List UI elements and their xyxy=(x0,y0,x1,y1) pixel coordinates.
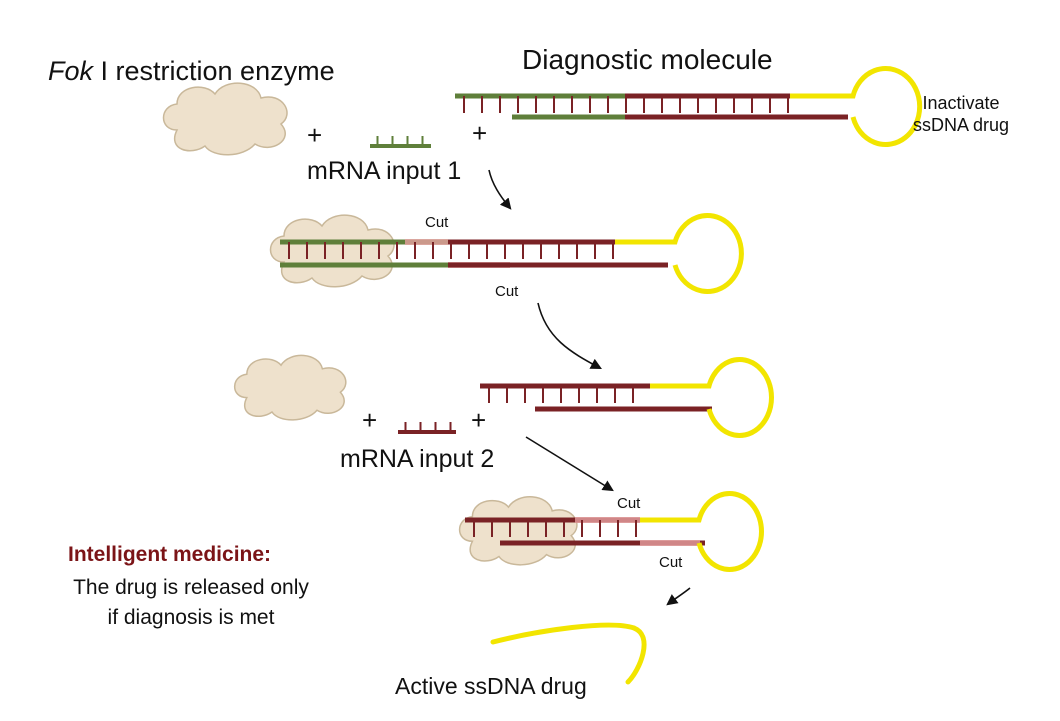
intelligent-medicine-title: Intelligent medicine: xyxy=(68,543,272,566)
cut-label-1: Cut xyxy=(425,214,449,231)
mrna-input-1-label: mRNA input 1 xyxy=(307,157,462,185)
enzyme-cloud-1 xyxy=(162,82,288,156)
enzyme-title-italic: Fok xyxy=(48,56,94,86)
intelligent-line-2: if diagnosis is met xyxy=(107,606,275,629)
cut-label-2: Cut xyxy=(495,283,519,300)
enzyme-cloud-3 xyxy=(233,354,347,421)
plus-sign-1b: + xyxy=(472,118,488,148)
arrow-step-2 xyxy=(537,302,602,370)
arrow-step-4 xyxy=(666,587,691,606)
step3-yellow-loop xyxy=(650,357,774,438)
step4-yellow-loop xyxy=(640,491,764,572)
inactivate-line-2: ssDNA drug xyxy=(913,115,1010,135)
plus-sign-1a: + xyxy=(307,120,323,150)
diagnostic-molecule-title: Diagnostic molecule xyxy=(522,44,773,75)
plus-sign-2b: + xyxy=(471,405,487,435)
active-drug-strand xyxy=(490,622,647,685)
inactivate-line-1: Inactivate xyxy=(922,93,1000,113)
diag-yellow-loop xyxy=(790,66,923,147)
cut-label-3: Cut xyxy=(617,495,641,512)
active-drug-label: Active ssDNA drug xyxy=(395,673,587,699)
mrna-input-2-label: mRNA input 2 xyxy=(340,445,495,473)
cut-label-4: Cut xyxy=(659,554,683,571)
enzyme-title: Fok I restriction enzyme xyxy=(48,56,335,87)
arrow-step-1 xyxy=(488,169,512,210)
inactivate-drug-label: Inactivate ssDNA drug xyxy=(913,92,1009,136)
intelligent-line-1: The drug is released only xyxy=(73,576,309,599)
plus-sign-2a: + xyxy=(362,405,378,435)
enzyme-cloud-2 xyxy=(269,214,395,288)
step2-yellow-loop xyxy=(615,213,744,294)
intelligent-medicine-text: The drug is released only if diagnosis i… xyxy=(46,573,336,633)
enzyme-title-rest: I restriction enzyme xyxy=(93,56,335,86)
arrow-step-3 xyxy=(525,436,614,492)
enzyme-cloud-4 xyxy=(458,496,578,566)
